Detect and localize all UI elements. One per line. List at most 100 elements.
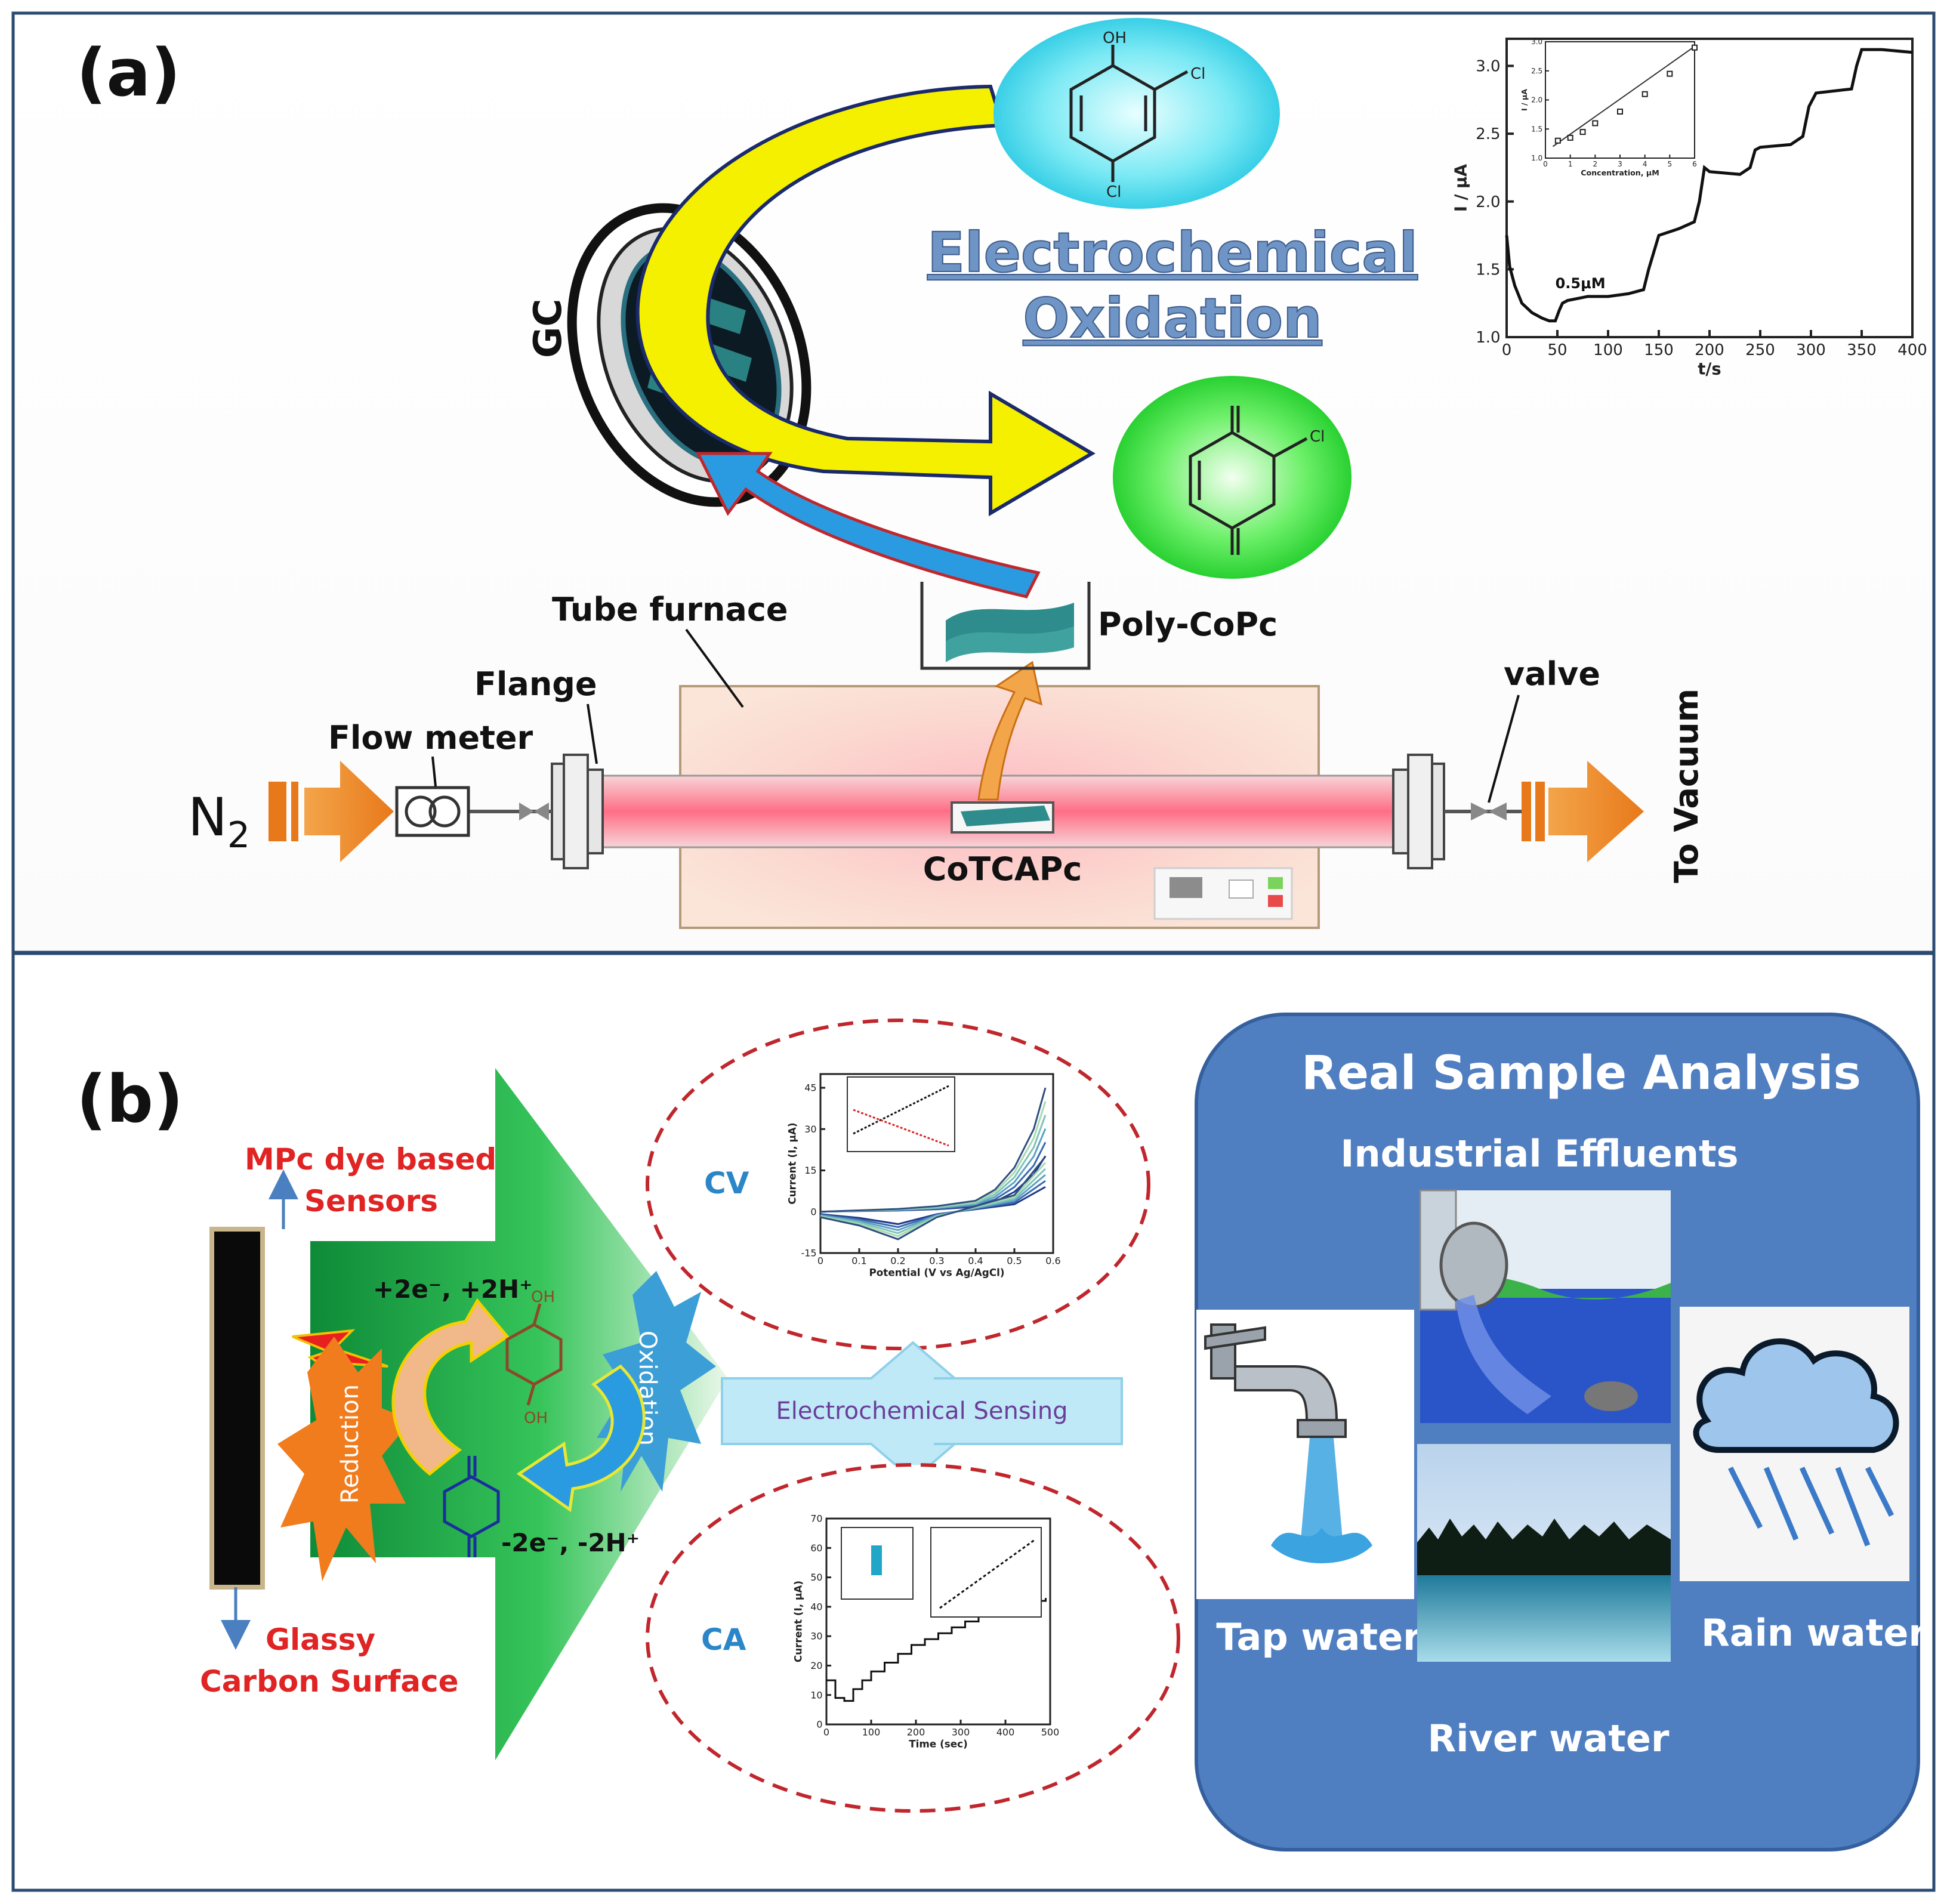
hydroquinone-molecule [505,1303,563,1406]
x-tick-label: 0.5 [1007,1255,1022,1266]
flow-meter-label: Flow meter [328,719,533,757]
ca-inset-right-line [939,1538,1036,1609]
reduction-label: Reduction [337,1384,364,1504]
reduction-arrow [391,1298,510,1476]
oxidation-arrow [516,1364,646,1513]
x-tick-label: 0 [817,1255,823,1266]
precursor-boat [951,801,1054,834]
rsa-rain: Rain water [1701,1611,1927,1655]
x-tick-label: 200 [1695,341,1724,359]
hq-oh-top: OH [531,1288,555,1306]
cv-inset-frame [847,1076,955,1152]
x-axis-label: Time (sec) [909,1738,968,1749]
cv-anodic-curve [820,1087,1047,1213]
sensing-label: Electrochemical Sensing [776,1397,1067,1425]
y-tick-label: 0 [816,1719,822,1730]
cv-inset-line-black [853,1085,949,1135]
ca-inset-right-frame [930,1527,1042,1618]
glassy-carbon-electrode [209,1227,265,1590]
y-axis-label: I / μA [1520,89,1529,111]
tube-furnace-label: Tube furnace [552,591,788,628]
x-tick-label: 300 [952,1726,970,1738]
x-tick-label: 0.1 [851,1255,866,1266]
sensor-label-line1: MPc dye based [245,1142,496,1177]
x-tick-label: 0 [1543,160,1548,168]
x-axis-label: Potential (V vs Ag/AgCl) [869,1266,1004,1278]
reduction-equation: +2e⁻, +2H⁺ [373,1275,532,1304]
cv-label: CV [704,1166,749,1201]
y-tick-label: 45 [804,1082,816,1094]
blue-arrow [695,452,1041,598]
inset-point [1692,44,1698,51]
x-tick-label: 100 [1593,341,1623,359]
x-tick-label: 400 [996,1726,1015,1738]
cv-cathodic-curve [820,1180,1046,1229]
y-tick-label: 2.0 [1476,193,1500,211]
y-tick-label: 20 [810,1660,822,1671]
y-axis-label: Current (I, μA) [786,1122,798,1204]
vapor-arrow [977,661,1043,801]
vacuum-outlet-arrow [1522,761,1644,862]
inset-fit-line [1552,45,1695,147]
hq-oh-bottom: OH [524,1409,548,1427]
rsa-tap: Tap water [1216,1615,1421,1659]
x-axis-label: t/s [1698,360,1721,378]
y-tick-label: -15 [801,1248,816,1259]
reduction-burst [277,1337,412,1581]
reactant-cl-top: Cl [1190,65,1205,83]
surface-label-line1: Glassy [266,1622,375,1657]
right-flange [1392,754,1445,869]
product-molecule [1189,406,1308,555]
y-tick-label: 15 [804,1165,816,1176]
x-tick-label: 350 [1847,341,1877,359]
x-tick-label: 150 [1644,341,1674,359]
cv-inset-line-red [853,1109,949,1147]
river-water-image [1417,1444,1671,1662]
poly-copc-label: Poly-CoPc [1098,606,1278,643]
inset-point [1641,91,1648,97]
y-tick-label: 0 [810,1206,816,1217]
n2-inlet-arrow [269,761,394,862]
precursor-label: CoTCAPc [923,850,1082,888]
oxidation-equation: -2e⁻, -2H⁺ [501,1528,640,1557]
yellow-arrow [635,84,1096,517]
x-tick-label: 0.4 [968,1255,983,1266]
reactant-oh: OH [1103,29,1127,47]
y-tick-label: 2.5 [1476,125,1500,143]
y-tick-label: 1.5 [1476,261,1500,279]
rsa-effluents: Industrial Effluents [1340,1132,1738,1175]
valve-label: valve [1504,655,1600,693]
tube-furnace-leader [685,628,744,708]
y-tick-label: 50 [810,1572,822,1583]
industrial-effluents-image [1419,1189,1671,1423]
sensing-double-arrow [721,1341,1123,1482]
x-tick-label: 400 [1897,341,1927,359]
poly-copc-vessel [920,582,1091,670]
surface-label-line2: Carbon Surface [200,1664,459,1699]
left-flange [551,754,604,869]
inset-point [1592,120,1599,126]
inset-point [1667,70,1673,77]
rain-water-image [1680,1307,1909,1581]
y-tick-label: 30 [804,1124,816,1135]
y-tick-label: 3.0 [1476,58,1500,76]
title-line1: Electrochemical [927,221,1418,285]
n2-label: N2 [188,786,250,856]
inset-point [1617,109,1623,115]
x-tick-label: 100 [862,1726,881,1738]
vacuum-label: To Vacuum [1668,689,1705,883]
x-tick-label: 5 [1668,160,1673,168]
ca-label: CA [701,1622,746,1657]
inset-point [1579,129,1586,135]
y-tick-label: 1.0 [1531,154,1542,162]
rsa-title: Real Sample Analysis [1301,1047,1861,1100]
reactant-molecule [1069,45,1189,182]
valve-leader [1488,695,1520,803]
panel-a-label: (a) [76,35,181,111]
y-tick-label: 2.5 [1531,67,1542,75]
furnace-control-panel [1153,867,1293,920]
x-tick-label: 300 [1796,341,1826,359]
